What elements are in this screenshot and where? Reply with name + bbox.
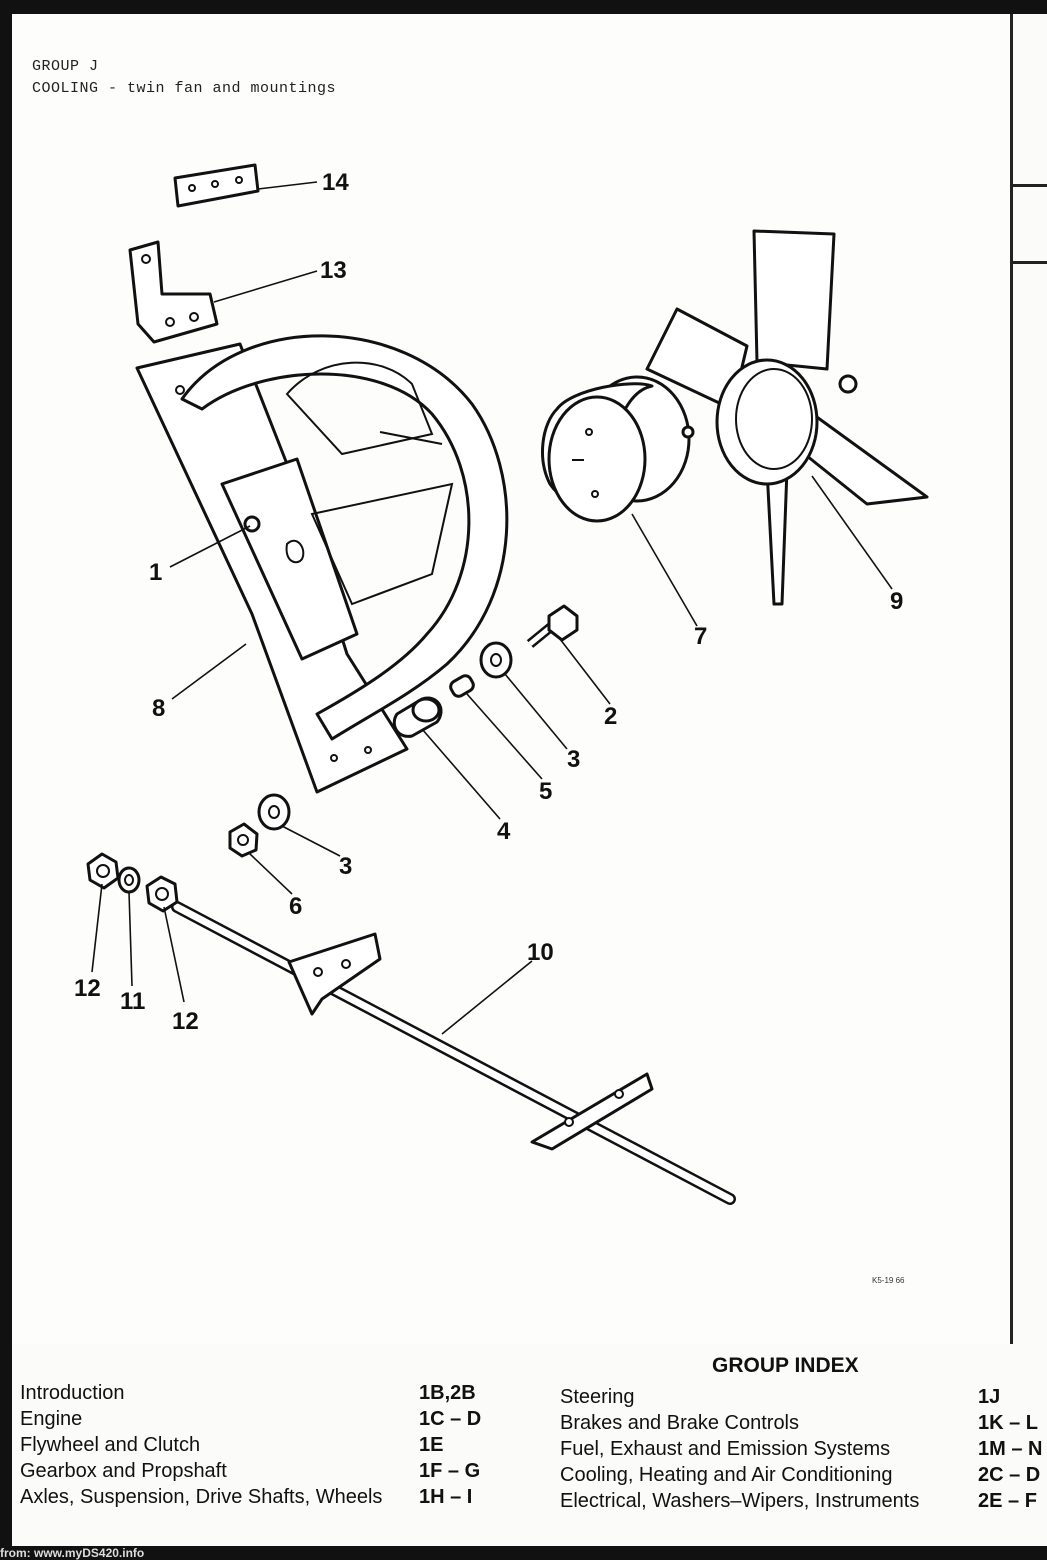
callout-6: 6 (289, 893, 302, 920)
callout-11: 11 (120, 988, 145, 1015)
index-code-steering: 1J (978, 1386, 1001, 1408)
callout-2: 2 (604, 703, 617, 730)
callout-5: 5 (539, 778, 552, 805)
part-14-strip (173, 163, 260, 208)
group-heading: GROUP J (32, 58, 99, 75)
leader-lines (91, 181, 893, 1035)
index-code-electrical: 2E – F (978, 1490, 1037, 1512)
index-code-fuel: 1M – N (978, 1438, 1043, 1460)
index-code-cooling: 2C – D (978, 1464, 1041, 1486)
callout-1: 1 (149, 559, 162, 586)
part-3-washer (479, 641, 513, 679)
part-7-motor (541, 375, 695, 523)
index-label-brakes: Brakes and Brake Controls (560, 1412, 800, 1434)
index-label-fuel: Fuel, Exhaust and Emission Systems (560, 1438, 891, 1460)
index-code-flywheel: 1E (419, 1434, 444, 1456)
part-12-nut-second (145, 875, 179, 913)
index-label-electrical: Electrical, Washers–Wipers, Instruments (560, 1490, 920, 1512)
index-label-flywheel: Flywheel and Clutch (20, 1434, 201, 1456)
part-2-bolt (526, 604, 579, 648)
part-9-fan (645, 229, 929, 606)
callout-12-right: 12 (172, 1008, 199, 1035)
index-label-engine: Engine (20, 1408, 83, 1430)
drawing-reference-code: K5-19 66 (872, 1276, 905, 1285)
index-label-introduction: Introduction (20, 1382, 125, 1404)
part-5-spacer (449, 674, 475, 698)
part-4-bush (392, 696, 443, 738)
callout-3-upper: 3 (567, 746, 580, 773)
callout-3-lower: 3 (339, 853, 352, 880)
callout-8: 8 (152, 695, 165, 722)
callout-4: 4 (497, 818, 511, 845)
source-footer: from: www.myDS420.info (0, 1546, 145, 1560)
index-label-steering: Steering (560, 1386, 635, 1408)
index-code-brakes: 1K – L (978, 1412, 1039, 1434)
exploded-parts-diagram: 14 13 1 7 9 2 8 3 5 4 3 6 10 12 11 12 (74, 163, 929, 1205)
side-tab (1013, 184, 1047, 264)
part-6-nut (228, 822, 259, 858)
callout-9: 9 (890, 588, 903, 615)
callout-13: 13 (320, 257, 347, 284)
group-index-title: GROUP INDEX (712, 1354, 859, 1377)
callout-12-left: 12 (74, 975, 101, 1002)
diagram-sheet (12, 14, 1013, 1344)
index-code-gearbox: 1F – G (419, 1460, 481, 1482)
index-code-axles: 1H – I (419, 1486, 473, 1508)
callout-14: 14 (322, 169, 349, 196)
part-12-nut (86, 852, 120, 890)
manual-page: GROUP J COOLING - twin fan and mountings (12, 14, 1047, 1546)
index-label-gearbox: Gearbox and Propshaft (20, 1460, 227, 1482)
part-11-lockwasher (117, 866, 141, 894)
index-label-axles: Axles, Suspension, Drive Shafts, Wheels (20, 1486, 383, 1508)
callout-10: 10 (527, 939, 554, 966)
part-8-cowl (135, 334, 509, 794)
part-13-bracket (128, 240, 219, 344)
part-10-stay-rod (171, 901, 736, 1205)
part-3-washer-lower (257, 793, 291, 831)
index-label-cooling: Cooling, Heating and Air Conditioning (560, 1464, 893, 1486)
index-code-introduction: 1B,2B (419, 1382, 476, 1404)
section-heading: COOLING - twin fan and mountings (32, 80, 337, 97)
callout-7: 7 (694, 623, 707, 650)
index-code-engine: 1C – D (419, 1408, 482, 1430)
